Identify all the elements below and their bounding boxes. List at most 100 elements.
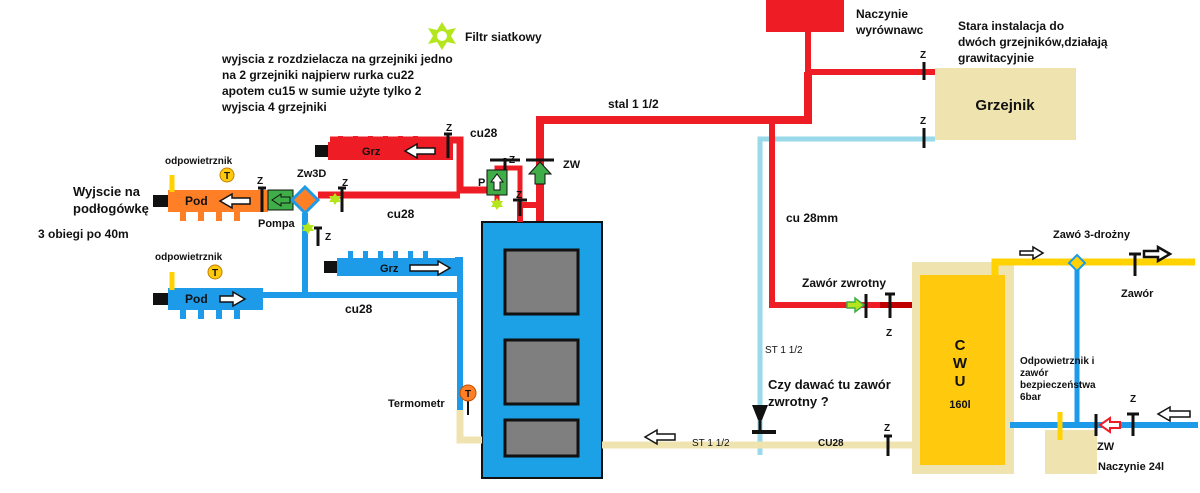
check-valve-icon — [752, 405, 768, 420]
boiler-window-top — [503, 248, 580, 316]
cu28-bottom-label: cu28 — [345, 302, 373, 316]
grz-red-manifold — [328, 142, 453, 160]
pod-orange-stubs — [180, 211, 240, 221]
note-line-4: wyjscia 4 grzejniki — [221, 100, 327, 114]
z-label: Z — [920, 116, 926, 127]
p-label: P — [478, 177, 485, 189]
z-label: Z — [257, 176, 263, 187]
wyjscie-label-2: podłogówkę — [73, 201, 149, 216]
odpow-1-label: odpowietrznik — [165, 156, 233, 167]
arrow-left-icon — [1156, 405, 1191, 423]
grzejnik-box — [935, 68, 1076, 140]
cwu-tank — [920, 275, 1005, 465]
z-label: Z — [516, 190, 522, 201]
return-old-pipe — [757, 136, 935, 455]
zawo-3-label: Zawó 3-drożny — [1053, 229, 1131, 241]
wyjscie-label-1: Wyjscie na — [73, 184, 141, 199]
odpow-bezp-3: bezpieczeństwa — [1020, 380, 1096, 391]
obiegi-label: 3 obiegi po 40m — [38, 227, 129, 241]
arrow-left-icon — [403, 142, 436, 160]
zw-boiler-label: ZW — [563, 159, 581, 171]
grz-red-label: Grz — [362, 146, 381, 158]
zw3d-label: Zw3D — [297, 168, 326, 180]
z-label: Z — [1130, 394, 1136, 405]
arrow-up-icon — [527, 161, 553, 185]
z-label: Z — [920, 50, 926, 61]
grz-blue-stubs — [348, 251, 428, 259]
pod-orange-label: Pod — [185, 194, 208, 208]
thermometer-icon: T — [207, 264, 223, 280]
pod-orange-cap — [153, 195, 168, 207]
boiler-window-mid — [503, 338, 580, 406]
note-line-2: na 2 grzejniki najpierw rurka cu22 — [222, 68, 414, 82]
grz-red-stubs — [338, 136, 418, 144]
filter-star-icon — [428, 22, 456, 50]
pod-blue-manifold — [168, 288, 263, 310]
pod-blue-cap — [153, 293, 168, 305]
naczynie-24-tank — [1045, 430, 1097, 474]
z-label: Z — [509, 155, 515, 166]
arrow-right-icon — [1142, 244, 1173, 264]
cwu-w-label: W — [953, 355, 968, 372]
z-valves — [258, 132, 1141, 456]
grz-blue-cap — [324, 261, 337, 273]
pod-blue-stubs — [180, 309, 240, 319]
z-labels: Z Z Z Z Z Z Z Z Z Z Z — [257, 50, 1136, 434]
grz-blue-return-pipe — [455, 257, 463, 410]
arrow-left-icon — [1098, 416, 1121, 434]
heating-supply-pipe — [330, 136, 497, 194]
stara-label-1: Stara instalacja do — [958, 19, 1064, 33]
boiler-window-bottom — [503, 418, 580, 458]
odpow-bezp-1: Odpowietrznik i — [1020, 356, 1095, 367]
arrow-right-icon — [219, 290, 247, 308]
note-line-1: wyjscia z rozdzielacza na grzejniki jedn… — [221, 52, 453, 66]
cwu-c-label: C — [955, 337, 966, 354]
arrow-left-icon — [218, 192, 251, 210]
filtr-label: Filtr siatkowy — [465, 30, 542, 44]
zawor-label: Zawór — [1121, 288, 1154, 300]
stal-label: stal 1 1/2 — [608, 97, 659, 111]
arrow-right-icon — [1019, 245, 1045, 261]
stara-label-3: grawitacyjnie — [958, 51, 1034, 65]
arrow-right-icon — [409, 259, 452, 277]
zw-cold-label: ZW — [1097, 441, 1115, 453]
naczynie-24-label: Naczynie 24l — [1098, 461, 1164, 473]
arrow-right-icon — [846, 296, 866, 314]
t-label: T — [212, 268, 218, 279]
odpow-bezp-2: zawór — [1020, 368, 1048, 379]
pompa-label: Pompa — [258, 218, 296, 230]
filter-star-icon — [329, 193, 341, 205]
arrow-left-icon — [271, 193, 291, 207]
boiler-return-loop — [456, 410, 482, 444]
czy-label-1: Czy dawać tu zawór — [768, 377, 891, 392]
zawo-3-valve — [1067, 253, 1087, 273]
t-label: T — [465, 389, 471, 400]
thermometer-icon: T — [219, 167, 235, 183]
grz-blue-label: Grz — [380, 263, 399, 275]
zw3d-valve — [289, 184, 321, 216]
z-label: Z — [325, 232, 331, 243]
st-mid-label: ST 1 1/2 — [765, 345, 803, 356]
grzejnik-label: Grzejnik — [975, 97, 1035, 114]
main-supply-pipe — [536, 72, 812, 222]
cu28mm-label: cu 28mm — [786, 211, 838, 225]
filter-star-icon — [491, 198, 503, 210]
z-label: Z — [342, 178, 348, 189]
note-line-3: apotem cu15 w sumie użyte tylko 2 — [222, 84, 422, 98]
filter-star-icon — [302, 222, 314, 234]
cu28-mid-label: cu28 — [387, 207, 415, 221]
cwu-u-label: U — [955, 373, 966, 390]
pod-orange-manifold — [168, 190, 268, 212]
stara-label-2: dwóch grzejników,działają — [958, 35, 1108, 49]
czy-label-2: zwrotny ? — [768, 394, 829, 409]
st-bottom-label: ST 1 1/2 — [692, 438, 730, 449]
t-label: T — [224, 171, 230, 182]
hot-water-pipe — [991, 258, 1195, 275]
thermometer-icon: T — [459, 384, 477, 402]
odpow-bezp-4: 6bar — [1020, 392, 1041, 403]
cu28-cwu-label: CU28 — [818, 438, 844, 449]
arrow-up-icon — [490, 173, 504, 191]
odpow-2-label: odpowietrznik — [155, 252, 223, 263]
expansion-tank — [766, 0, 844, 32]
